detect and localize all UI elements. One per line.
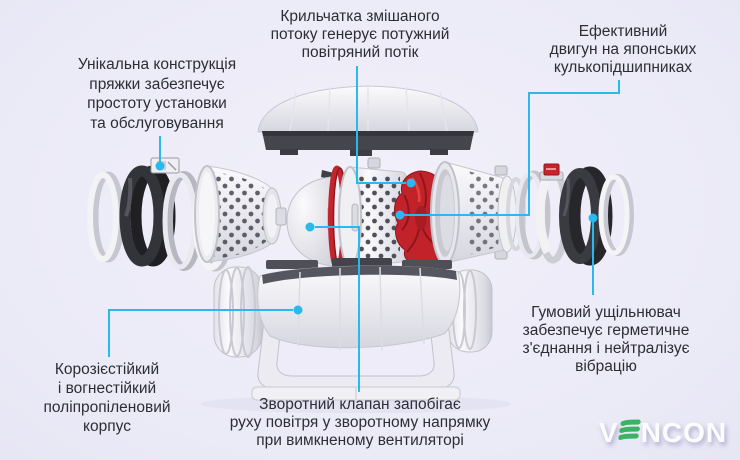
- label-line: потоку генерує потужний: [270, 26, 450, 43]
- logo-letter-v: V: [599, 417, 619, 448]
- rear-outer-ring: [598, 174, 634, 256]
- annotation-dot-impeller: [406, 178, 416, 188]
- annotation-dot-motor: [395, 210, 405, 220]
- annotation-dots: [155, 161, 598, 315]
- annotation-dot-valve: [305, 222, 315, 232]
- label-motor: Ефективний двигун на японських кулькопід…: [513, 23, 733, 77]
- annotation-lines: [108, 66, 620, 392]
- vencon-logo: V NCON: [599, 416, 727, 450]
- annotation-dot-seal: [588, 213, 598, 223]
- label-line: поліпропіленовий: [43, 399, 171, 416]
- label-housing: Корозієстійкий і вогнестійкий поліпропіл…: [0, 360, 214, 436]
- label-line: Корозієстійкий: [54, 361, 160, 378]
- bottom-casing-with-bracket: [213, 258, 493, 401]
- motor-housing: [338, 157, 412, 268]
- annotation-line-motor: [404, 80, 620, 216]
- label-impeller: Крильчатка змішаного потоку генерує поту…: [240, 8, 480, 62]
- label-buckle: Унікальна конструкція пряжки забезпечує …: [47, 55, 267, 133]
- label-line: та обслуговування: [90, 114, 224, 132]
- label-line: Крильчатка змішаного: [280, 8, 440, 25]
- label-line: корпус: [83, 418, 131, 435]
- label-line: двигун на японських: [549, 41, 697, 58]
- logo-e-icon: [617, 418, 641, 450]
- outer-ring: [87, 171, 125, 263]
- label-line: руху повітря у зворотному напрямку: [229, 414, 491, 431]
- label-line: Унікальна конструкція: [77, 56, 237, 73]
- label-line: забезпечує герметичне: [522, 322, 690, 339]
- label-line: і вогнестійкий: [57, 380, 157, 397]
- label-line: Зворотний клапан запобігає: [259, 396, 461, 413]
- annotation-dot-housing: [293, 305, 303, 315]
- label-line: Ефективний: [578, 23, 668, 40]
- top-casing: [257, 85, 479, 156]
- label-line: простоту установки: [87, 95, 227, 112]
- label-line: при вимкненому вентиляторі: [256, 432, 464, 449]
- inlet-cone: [194, 165, 287, 263]
- logo-letters-ncon: NCON: [640, 417, 728, 448]
- label-line: з'єднання і нейтралізує: [522, 340, 690, 357]
- label-line: повітряний потік: [301, 44, 419, 61]
- annotation-line-housing: [108, 309, 293, 357]
- annotation-line-impeller: [356, 66, 406, 184]
- label-valve: Зворотний клапан запобігає руху повітря …: [220, 396, 500, 450]
- label-line: пряжки забезпечує: [89, 75, 225, 93]
- label-line: вібрацію: [575, 358, 637, 375]
- label-seal: Гумовий ущільнювач забезпечує герметичне…: [500, 304, 712, 376]
- annotation-dot-buckle: [155, 161, 165, 171]
- annotation-line-valve: [315, 226, 360, 392]
- label-line: Гумовий ущільнювач: [531, 304, 681, 321]
- diffuser-cone: [430, 161, 526, 265]
- label-line: кулькопідшипниках: [553, 59, 693, 76]
